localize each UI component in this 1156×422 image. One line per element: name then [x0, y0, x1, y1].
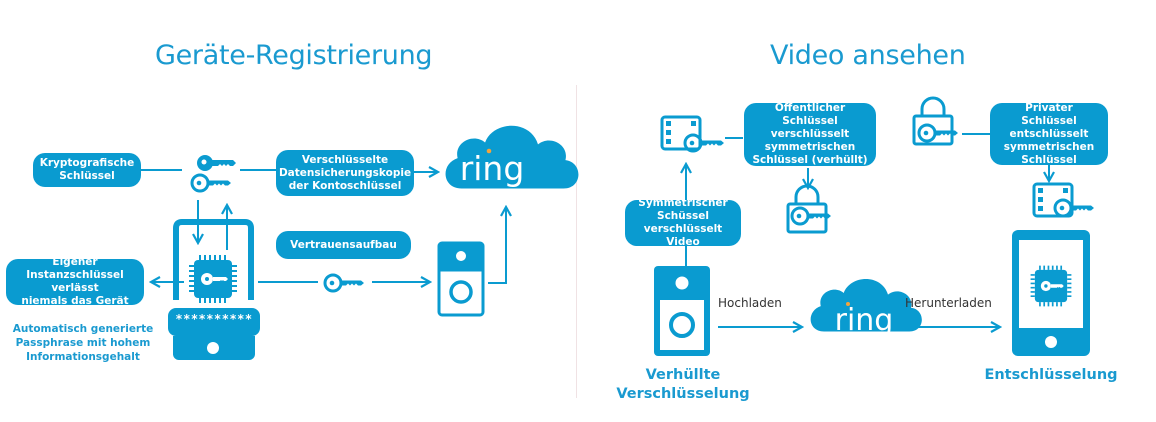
- section-title-watch-video: Video ansehen: [770, 40, 966, 71]
- section-divider: [576, 85, 577, 398]
- arrow-doorbell-to-cloud: [488, 207, 506, 284]
- caption-decryption: Entschlüsselung: [984, 367, 1118, 383]
- pill-instance-key: Eigener Instanzschlüssel verlässt niemal…: [6, 256, 144, 307]
- pill-public-key: Öffentlicher Schlüssel verschlüsselt sym…: [744, 102, 876, 166]
- secure-chip-icon: [188, 254, 238, 304]
- crypto-keys-icon: [190, 155, 236, 193]
- section-title-device-registration: Geräte-Registrierung: [155, 40, 433, 71]
- ring-logo-text: ring: [460, 149, 525, 188]
- passphrase-note: Automatisch generierte Passphrase mit ho…: [12, 323, 154, 363]
- ring-logo-dot: [486, 148, 492, 154]
- doorbell-right-icon: [654, 266, 710, 356]
- pill-encrypted-backup: Verschlüsselte Datensicherungskopie der …: [276, 150, 414, 196]
- pill-symmetric-key: Symmetrischer Schüssel verschlüsselt Vid…: [625, 197, 741, 248]
- encrypted-video-icon: [660, 115, 726, 153]
- caption-cloaked-encryption: Verhüllte Verschlüsselung: [616, 367, 750, 402]
- doorbell-icon: [437, 241, 485, 317]
- secure-chip-right-icon: [1029, 264, 1073, 308]
- upload-label: Hochladen: [718, 296, 782, 310]
- passphrase-mask: **********: [175, 312, 253, 326]
- padlock-key-icon: [786, 184, 833, 234]
- pill-trust-building: Vertrauensaufbau: [276, 231, 411, 259]
- pill-private-key: Privater Schlüssel entschlüsselt symmetr…: [990, 102, 1108, 166]
- trust-key-icon: [323, 273, 366, 293]
- ring-logo-text: ring: [835, 303, 894, 338]
- decrypted-video-icon: [1032, 182, 1096, 218]
- smartphone-icon: [168, 219, 260, 360]
- download-label: Herunterladen: [905, 296, 992, 310]
- private-key-padlock-icon: [912, 96, 960, 146]
- pill-crypto-keys: Kryptografische Schlüssel: [33, 153, 141, 187]
- ring-logo-dot: [846, 302, 850, 306]
